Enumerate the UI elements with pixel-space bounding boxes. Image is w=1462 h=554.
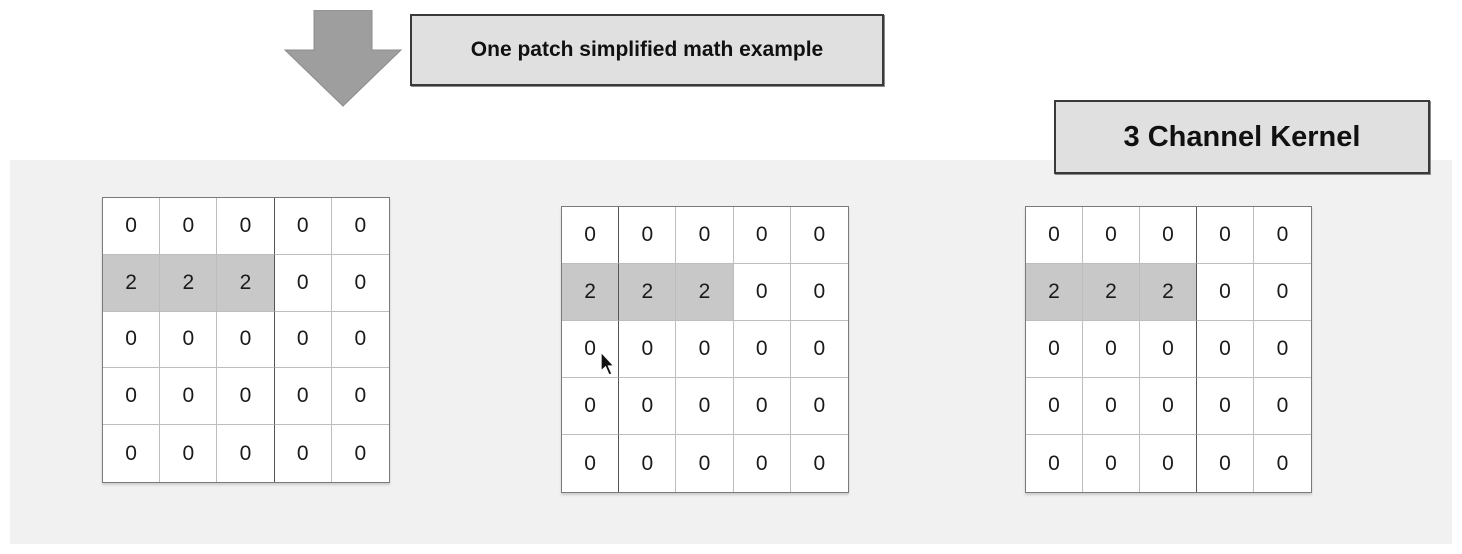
grid-cell: 0	[676, 207, 734, 264]
grid-cell: 0	[103, 311, 161, 369]
grid-cell: 0	[562, 207, 620, 264]
grid-cell: 0	[331, 198, 389, 255]
grid-cell: 0	[331, 254, 389, 312]
grid-cell: 0	[790, 378, 848, 435]
grid-cell: 0	[160, 425, 218, 482]
grid-cell: 0	[1083, 207, 1140, 264]
grid-cell: 2	[103, 254, 161, 312]
grid-cell: 2	[217, 254, 275, 312]
grid-cell: 0	[676, 435, 734, 492]
grid-cell: 0	[331, 311, 389, 369]
grid-cell: 0	[619, 435, 677, 492]
grid-cell: 0	[103, 198, 161, 255]
grid-cell: 0	[733, 321, 791, 378]
grid-cell: 0	[619, 378, 677, 435]
grid-cell: 0	[790, 264, 848, 321]
grid-cell: 0	[1140, 321, 1197, 378]
grid-cell: 2	[1140, 264, 1197, 321]
grid-cell: 0	[676, 321, 734, 378]
grid-cell: 0	[733, 435, 791, 492]
grid-cell: 0	[103, 368, 161, 426]
grid-cell: 0	[160, 311, 218, 369]
kernel-label-text: 3 Channel Kernel	[1123, 120, 1361, 153]
grid-cell: 0	[217, 368, 275, 426]
grid-cell: 0	[1254, 264, 1311, 321]
grid-cell: 0	[331, 368, 389, 426]
grid-cell: 0	[1254, 321, 1311, 378]
grid-cell: 2	[619, 264, 677, 321]
patch-example-label: One patch simplified math example	[410, 14, 884, 86]
grid-cell: 0	[1140, 378, 1197, 435]
grid-cell: 0	[1197, 207, 1254, 264]
grid-cell: 0	[160, 368, 218, 426]
grid-cell: 0	[1197, 435, 1254, 492]
grid-cell: 2	[562, 264, 620, 321]
grid-cell: 0	[274, 198, 332, 255]
grid-cell: 0	[1026, 435, 1083, 492]
grid-cell: 0	[1083, 321, 1140, 378]
grid-cell: 0	[1083, 435, 1140, 492]
grid-cell: 0	[733, 264, 791, 321]
grid-cell: 0	[217, 198, 275, 255]
grid-cell: 0	[1254, 207, 1311, 264]
grid-cell: 2	[160, 254, 218, 312]
grid-cell: 0	[733, 207, 791, 264]
grid-cell: 0	[1254, 435, 1311, 492]
grid-cell: 2	[1026, 264, 1083, 321]
grid-cell: 0	[331, 425, 389, 482]
grid-cell: 2	[676, 264, 734, 321]
grid-cell: 0	[103, 425, 161, 482]
grid-cell: 0	[1197, 378, 1254, 435]
grid-cell: 0	[1026, 207, 1083, 264]
grid-cell: 0	[1026, 321, 1083, 378]
grid-cell: 0	[1026, 378, 1083, 435]
grid-cell: 0	[1083, 378, 1140, 435]
patch-example-text: One patch simplified math example	[470, 38, 824, 61]
grid-cell: 0	[790, 207, 848, 264]
grid-cell: 0	[619, 207, 677, 264]
grid-cell: 0	[790, 435, 848, 492]
mouse-cursor-icon	[600, 351, 616, 376]
grid-cell: 0	[1197, 321, 1254, 378]
grid-cell: 0	[160, 198, 218, 255]
kernel-label: 3 Channel Kernel	[1054, 100, 1430, 174]
grid-cell: 0	[274, 425, 332, 482]
down-arrow-icon	[283, 10, 403, 107]
grid-cell: 0	[676, 378, 734, 435]
grid-cell: 0	[217, 425, 275, 482]
grid-cell: 0	[217, 311, 275, 369]
grid-cell: 0	[1140, 435, 1197, 492]
grid-cell: 2	[1083, 264, 1140, 321]
grid-cell: 0	[1197, 264, 1254, 321]
grid-cell: 0	[274, 368, 332, 426]
grid-cell: 0	[733, 378, 791, 435]
grid-cell: 0	[562, 378, 620, 435]
grid-cell: 0	[1140, 207, 1197, 264]
grid-cell: 0	[1254, 378, 1311, 435]
grid-cell: 0	[790, 321, 848, 378]
grid-cell: 0	[562, 435, 620, 492]
grid-cell: 0	[274, 311, 332, 369]
grid-cell: 0	[619, 321, 677, 378]
grid-cell: 0	[274, 254, 332, 312]
